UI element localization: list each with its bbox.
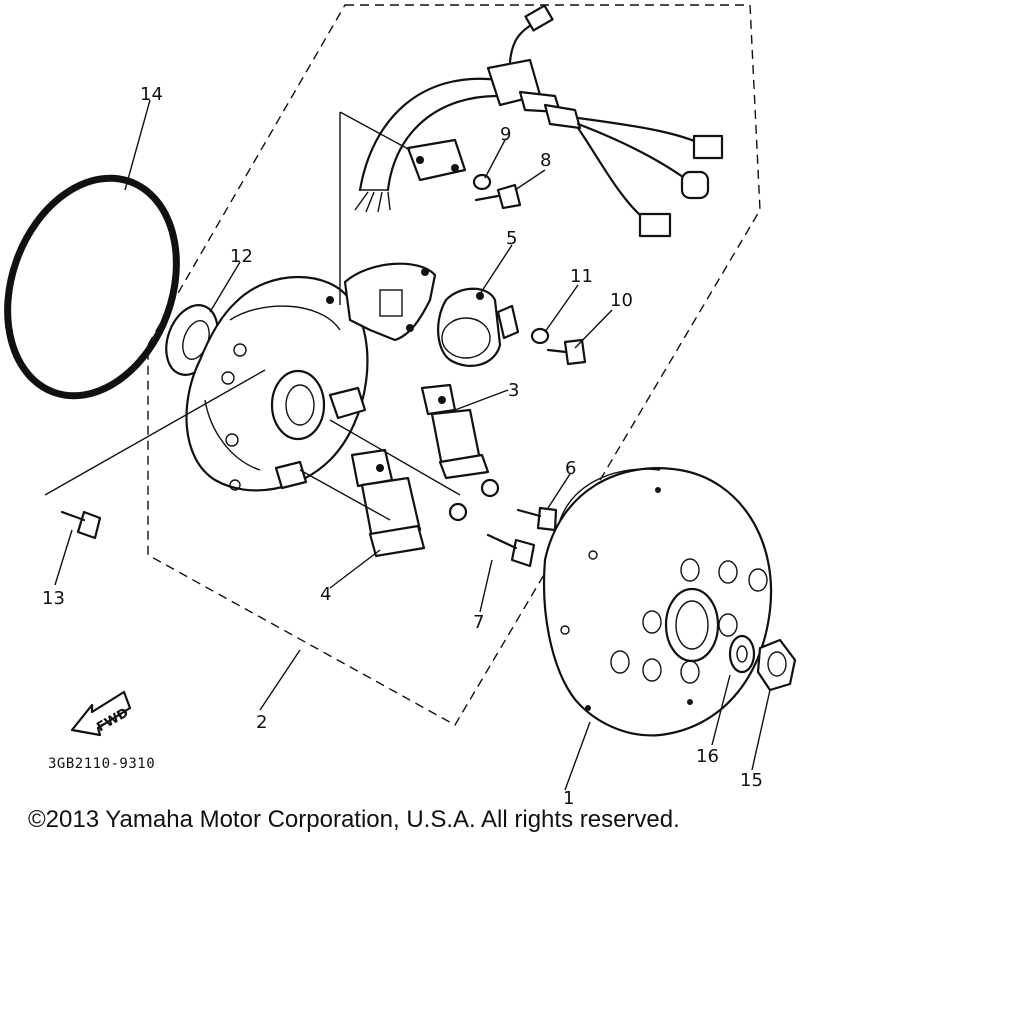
part-label-8: 8 [540,150,551,171]
part-label-2: 2 [256,712,267,733]
part-label-12: 12 [230,246,253,267]
charge-coil-part [420,383,500,498]
part-label-5: 5 [506,228,517,249]
stator-plate-part [185,262,437,492]
part-label-1: 1 [563,788,574,809]
fwd-arrow-icon: FWD [70,690,132,737]
part-label-16: 16 [696,746,719,767]
part-label-6: 6 [565,458,576,479]
part-label-4: 4 [320,584,331,605]
part-label-14: 14 [140,84,163,105]
part-label-11: 11 [570,266,593,287]
copyright-notice: ©2013 Yamaha Motor Corporation, U.S.A. A… [28,806,680,833]
flywheel-rotor-part [542,467,773,737]
part-label-9: 9 [500,124,511,145]
part-label-10: 10 [610,290,633,311]
part-number-labels: 14 12 9 8 5 11 10 3 6 4 7 13 2 16 15 1 [42,84,763,809]
diagram-code: 3GB2110-9310 [48,756,155,772]
pickup-coil-part [437,287,520,367]
fastener-parts [60,173,587,568]
leader-lines [44,99,771,791]
lighting-coil-part [350,448,468,558]
washer-nut-parts [728,634,797,692]
o-ring-part [4,174,180,400]
part-label-13: 13 [42,588,65,609]
wire-harness-part [354,4,724,238]
assembly-boundary [147,4,761,726]
part-label-3: 3 [508,380,519,401]
part-label-7: 7 [473,612,484,633]
part-label-15: 15 [740,770,763,791]
